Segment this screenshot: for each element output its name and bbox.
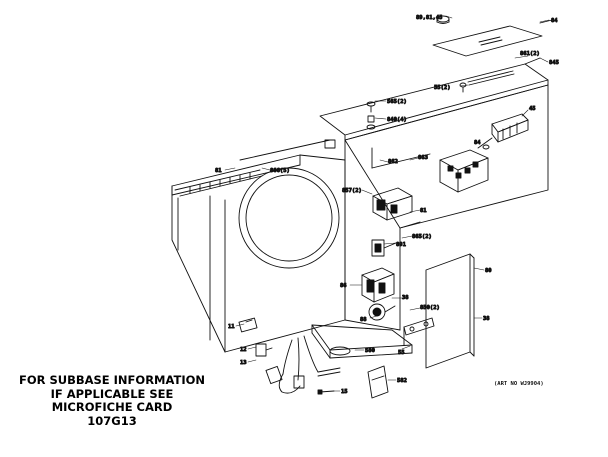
base-tray: [311, 324, 413, 359]
push-switch: [371, 239, 397, 257]
callout-label: 81: [215, 168, 222, 174]
subbase-note: FOR SUBBASE INFORMATION IF APPLICABLE SE…: [14, 373, 210, 428]
top-rail: [174, 169, 263, 197]
callout-labels: 89,81,45 84 861(2) 845 55(2) 565(2) 840(…: [215, 15, 560, 396]
control-cover: [425, 253, 475, 369]
callout-label: 857(2): [342, 188, 362, 194]
mounting-bracket: [403, 317, 435, 346]
callout-label: 89,81,45: [416, 15, 443, 21]
control-panel-housing: [344, 84, 549, 331]
callout-label: 84: [551, 18, 558, 24]
terminal-block: [491, 113, 529, 143]
callout-label: 582: [397, 378, 407, 384]
callout-label: 55(2): [434, 85, 451, 91]
art-number: (ART NO WJ9904): [494, 381, 544, 387]
callout-label: 12: [240, 347, 247, 353]
callout-label: 15: [341, 389, 348, 395]
top-screw: [436, 15, 450, 24]
thermostat: [361, 267, 395, 303]
note-line: MICROFICHE CARD: [51, 400, 173, 414]
callout-label: 840(4): [387, 117, 407, 123]
callout-label: 891: [396, 242, 407, 248]
callout-label: 38: [402, 295, 409, 301]
callout-label: 38: [483, 316, 490, 322]
callout-label: 11: [228, 324, 235, 330]
callout-label: 80: [485, 268, 492, 274]
ground-screw: [317, 389, 335, 395]
callout-label: 55: [398, 350, 405, 356]
note-line: 107G13: [87, 413, 137, 428]
bulkhead-panel: [171, 139, 346, 353]
callout-label: 845: [549, 60, 559, 66]
callout-label: 13: [240, 360, 247, 366]
callout-label: 565(2): [387, 99, 407, 105]
callout-label: 45: [529, 106, 536, 112]
callout-label: 866(5): [270, 168, 290, 174]
callout-label: 86: [340, 283, 347, 289]
relay-block: [372, 187, 413, 221]
callout-label: 88: [360, 317, 367, 323]
plug-parts: [238, 317, 273, 357]
rotary-control: [368, 303, 396, 321]
callout-label: 84: [474, 140, 481, 146]
callout-label: 865(2): [412, 234, 432, 240]
note-line: IF APPLICABLE SEE: [50, 386, 174, 401]
callout-label: 861(2): [520, 51, 540, 57]
callout-label: 863: [418, 155, 428, 161]
leader-lines: [224, 15, 550, 392]
selector-switch: [439, 137, 493, 193]
panel-screws: [366, 82, 467, 130]
top-cover-plate: [432, 19, 553, 57]
cord-clamp: [367, 365, 389, 399]
callout-label: 862: [388, 159, 398, 165]
callout-label: 580: [365, 348, 375, 354]
power-cord: [265, 335, 341, 394]
callout-label: 850(2): [420, 305, 440, 311]
note-line: FOR SUBBASE INFORMATION: [18, 373, 206, 387]
control-panel-top: [319, 57, 549, 141]
callout-label: 81: [420, 208, 427, 214]
